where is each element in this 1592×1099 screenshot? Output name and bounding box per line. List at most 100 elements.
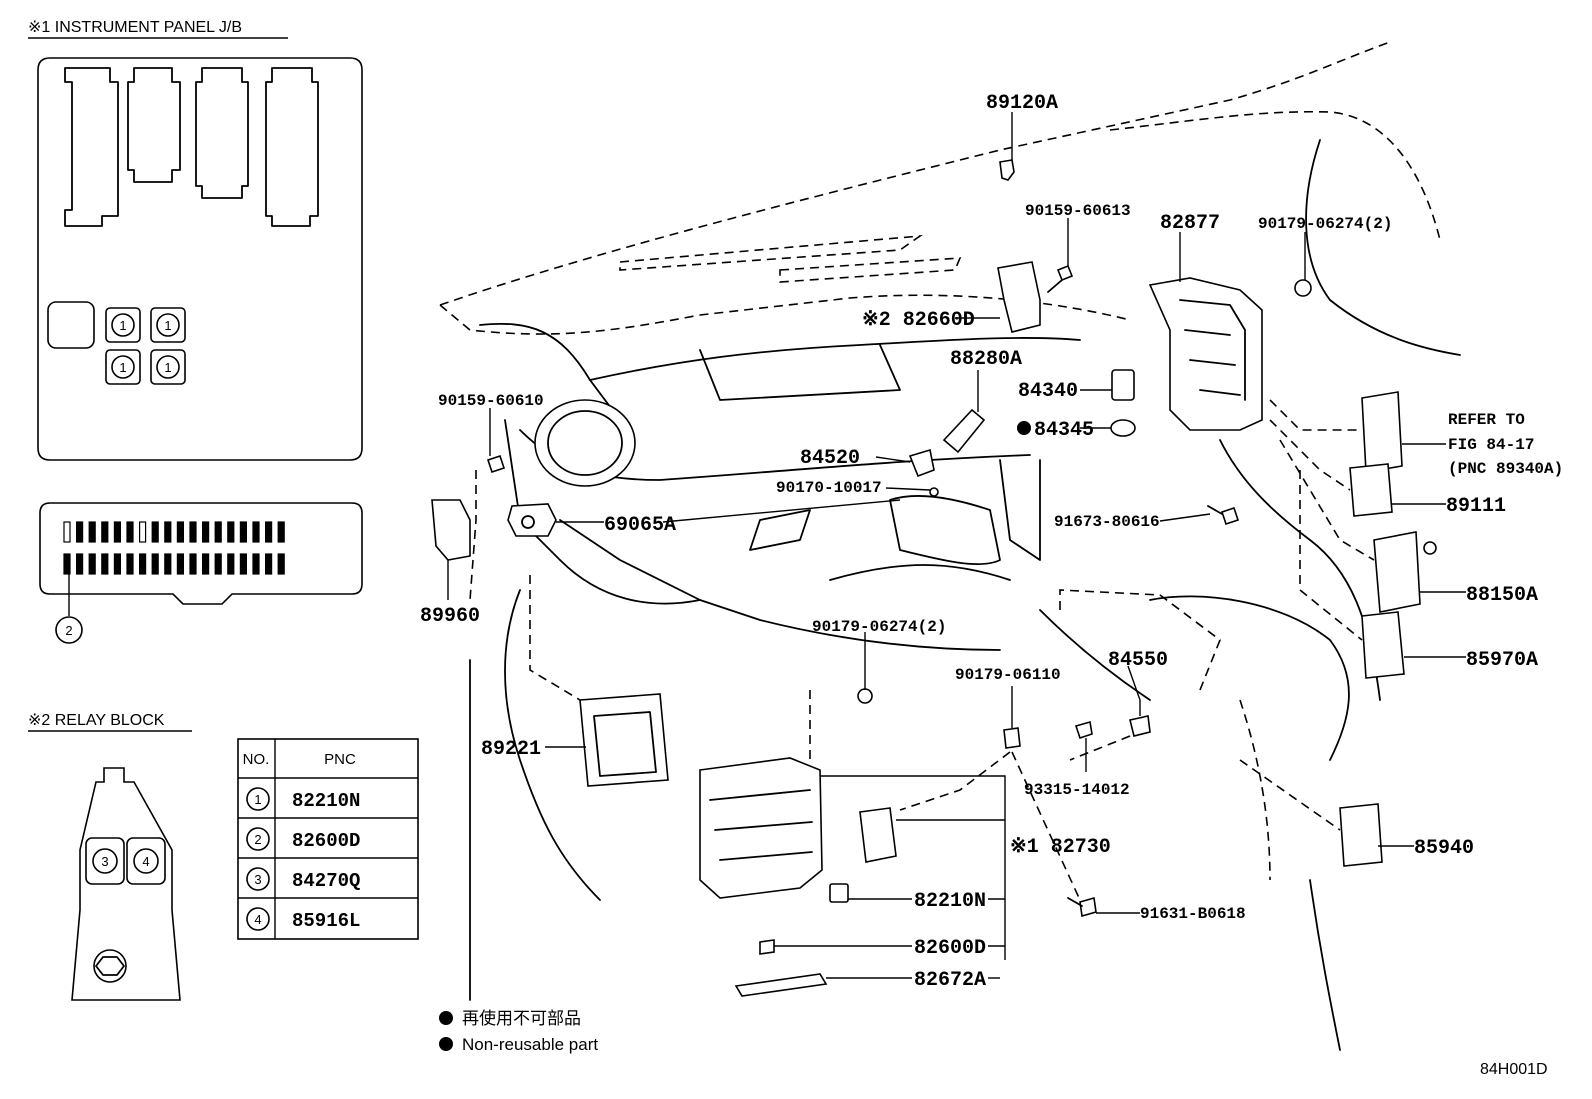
legend-en: Non-reusable part: [462, 1035, 598, 1054]
jb-fuse-block: [39, 502, 363, 605]
part-69065a: [507, 503, 557, 537]
cover-82672a: [734, 973, 828, 997]
fuse-slot: [277, 521, 285, 543]
relay-marker-4: 4: [142, 854, 149, 869]
legend-bullet-icon: [439, 1011, 453, 1025]
label-84340: 84340: [1018, 380, 1078, 403]
fuse-slot: [113, 553, 122, 575]
fuse-slot: [227, 553, 235, 575]
label-84550: 84550: [1108, 649, 1168, 672]
leader-lines: [447, 112, 1466, 979]
svg-text:1: 1: [119, 318, 126, 333]
svg-text:1: 1: [119, 360, 126, 375]
jb-front-view: [37, 57, 363, 461]
label-90179-06274-top: 90179-06274(2): [1258, 215, 1392, 233]
fuse-slot: [214, 521, 222, 543]
fuse-slot: [151, 521, 159, 543]
clip-89120a: [999, 159, 1015, 181]
vent-ring: [534, 399, 636, 487]
fuse-slot: [202, 553, 210, 575]
svg-text:84270Q: 84270Q: [292, 870, 360, 892]
table-row: 1 82210N: [246, 787, 360, 812]
label-88280a: 88280A: [950, 348, 1022, 371]
fuse-slot: [151, 553, 159, 575]
fuse-slot: [239, 553, 247, 575]
label-85940: 85940: [1414, 837, 1474, 860]
fuse-slot: [101, 521, 109, 543]
fuse-slot: [126, 553, 134, 575]
module-refer: [1361, 391, 1403, 473]
label-89111: 89111: [1446, 495, 1506, 518]
label-82730: ※1 82730: [1010, 836, 1111, 859]
part-89960: [431, 499, 471, 561]
label-69065a: 69065A: [604, 514, 676, 537]
fuse-slot: [239, 521, 247, 543]
relay-82210n: [829, 883, 849, 903]
fuse-slot: [164, 553, 172, 575]
figure-code: 84H001D: [1480, 1061, 1548, 1078]
svg-text:4: 4: [254, 912, 261, 927]
label-89960: 89960: [420, 605, 480, 628]
part-84520: [908, 448, 935, 478]
label-84520: 84520: [800, 447, 860, 470]
part-84345: [1110, 419, 1136, 437]
svg-text:82600D: 82600D: [292, 830, 360, 852]
label-82210n: 82210N: [914, 890, 986, 913]
dashboard-outline: [439, 41, 1461, 1051]
pnc-table: NO. PNC 1 82210N 2 82600D 3 84270Q 4 859…: [237, 738, 419, 940]
label-91631-b0618: 91631-B0618: [1140, 905, 1246, 923]
svg-text:2: 2: [254, 832, 261, 847]
legend-jp: 再使用不可部品: [462, 1008, 581, 1028]
bracket-82877: [1148, 277, 1263, 431]
junction-block-82730: [699, 757, 823, 899]
svg-text:3: 3: [254, 872, 261, 887]
label-93315-14012: 93315-14012: [1024, 781, 1130, 799]
fuse-slot: [202, 521, 210, 543]
fuse-slot: [176, 521, 184, 543]
relay-block-section: ※2 RELAY BLOCK 3 4: [28, 712, 192, 1001]
label-82660d: ※2 82660D: [862, 309, 975, 332]
fuse-slot: [214, 553, 222, 575]
fuse-slot: [252, 521, 260, 543]
instrument-panel-jb-title: ※1 INSTRUMENT PANEL J/B: [28, 19, 242, 36]
label-90170-10017: 90170-10017: [776, 479, 882, 497]
fuse-slot: [113, 521, 122, 543]
fuse-row: [63, 521, 285, 575]
label-89221: 89221: [481, 738, 541, 761]
label-88150a: 88150A: [1466, 584, 1538, 607]
label-82672a: 82672A: [914, 969, 986, 992]
label-84345: 84345: [1034, 419, 1094, 442]
instrument-panel-jb-section: ※1 INSTRUMENT PANEL J/B 1 1 1 1 2: [28, 19, 363, 644]
sensor-88280a: [942, 408, 986, 454]
label-90159-60610: 90159-60610: [438, 392, 544, 410]
parts-drawings: [431, 159, 1437, 997]
label-85970a: 85970A: [1466, 649, 1538, 672]
fuse-slot: [101, 553, 109, 575]
label-refer-1: REFER TO: [1448, 411, 1525, 429]
module-85940: [1339, 803, 1383, 867]
fuse-slot: [252, 553, 260, 575]
relay-marker-3: 3: [101, 854, 108, 869]
label-89120a: 89120A: [986, 92, 1058, 115]
fuse-slot: [277, 553, 285, 575]
fuse-slot: [88, 553, 96, 575]
fuse-slot: [75, 521, 84, 543]
table-row: 3 84270Q: [246, 867, 360, 892]
fuse-slot: [189, 521, 197, 543]
fuse-slot: [265, 521, 273, 543]
table-row: 2 82600D: [246, 827, 360, 852]
fuse-slot: [63, 521, 71, 543]
table-header-no: NO.: [243, 751, 270, 768]
label-90179-06110: 90179-06110: [955, 666, 1061, 684]
part-84550: [1129, 715, 1151, 737]
fuse-slot: [139, 553, 147, 575]
svg-text:85916L: 85916L: [292, 910, 360, 932]
label-82600d: 82600D: [914, 937, 986, 960]
fuse-slot: [63, 553, 71, 575]
switch-84340: [1111, 369, 1135, 401]
relay-block-drawing: [71, 767, 181, 1001]
non-reusable-icon: [1017, 421, 1031, 435]
label-82877: 82877: [1160, 212, 1220, 235]
table-row: 4 85916L: [246, 907, 360, 932]
